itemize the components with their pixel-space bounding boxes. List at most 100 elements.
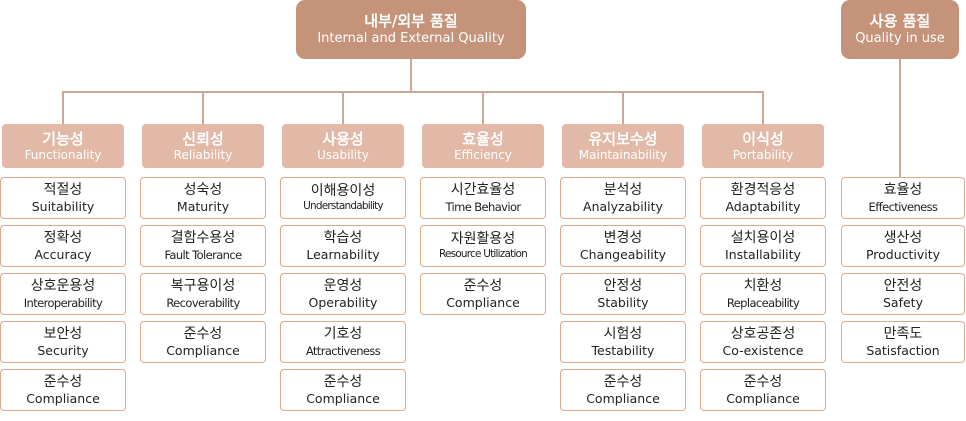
item-label-ko: 운영성	[323, 277, 363, 294]
item-operability: 운영성 Operability	[280, 273, 406, 315]
item-label-ko: 기호성	[323, 326, 363, 343]
item-label-en: Adaptability	[725, 198, 801, 214]
connector-quality-in-use	[899, 59, 901, 177]
item-resource-utilization: 자원활용성 Resource Utilization	[420, 225, 546, 267]
item-label-en: Changeability	[579, 246, 667, 262]
item-label-en: Effectiveness	[868, 199, 939, 214]
item-label-en: Replaceability	[726, 295, 800, 310]
item-label-en: Resource Utilization	[438, 248, 528, 261]
item-label-ko: 준수성	[743, 373, 783, 390]
item-label-en: Accuracy	[34, 246, 92, 262]
item-label-en: Suitability	[31, 198, 95, 214]
category-label-ko: 사용성	[322, 129, 364, 148]
connector-drop-maintainability	[622, 91, 624, 125]
item-suitability: 적절성 Suitability	[0, 177, 126, 219]
item-accuracy: 정확성 Accuracy	[0, 225, 126, 267]
item-label-ko: 이해용이성	[310, 183, 376, 200]
item-safety: 안전성 Safety	[841, 273, 965, 315]
item-productivity: 생산성 Productivity	[841, 225, 965, 267]
connector-trunk	[410, 59, 412, 92]
item-learnability: 학습성 Learnability	[280, 225, 406, 267]
category-label-en: Maintainability	[578, 147, 668, 162]
item-label-en: Compliance	[726, 390, 800, 406]
item-label-ko: 복구용이성	[170, 278, 236, 295]
item-label-ko: 안전성	[883, 277, 923, 294]
item-compliance: 준수성 Compliance	[280, 369, 406, 411]
item-label-ko: 설치용이성	[730, 229, 796, 246]
item-label-ko: 시간효율성	[450, 182, 516, 199]
item-label-en: Analyzability	[583, 198, 663, 214]
quality-in-use-title-ko: 사용 품질	[869, 12, 931, 30]
item-compliance: 준수성 Compliance	[140, 321, 266, 363]
item-label-en: Compliance	[306, 390, 380, 406]
item-label-en: Installability	[725, 246, 801, 262]
item-interoperability: 상호운용성 Interoperability	[0, 273, 126, 315]
item-label-ko: 적절성	[43, 181, 83, 198]
category-label-ko: 유지보수성	[588, 129, 658, 148]
item-label-ko: 상호운용성	[30, 278, 96, 295]
category-label-en: Reliability	[173, 147, 233, 162]
category-reliability: 신뢰성 Reliability	[142, 124, 264, 168]
connector-drop-portability	[762, 91, 764, 125]
item-label-en: Satisfaction	[866, 342, 940, 358]
item-label-en: Testability	[591, 342, 655, 358]
item-label-ko: 상호공존성	[730, 325, 796, 342]
item-label-ko: 준수성	[463, 277, 503, 294]
quality-in-use-box: 사용 품질 Quality in use	[841, 0, 959, 59]
category-label-ko: 신뢰성	[182, 129, 224, 148]
item-label-en: Co-existence	[722, 342, 804, 358]
connector-drop-reliability	[202, 91, 204, 125]
item-satisfaction: 만족도 Satisfaction	[841, 321, 965, 363]
item-label-ko: 성숙성	[183, 181, 223, 198]
item-security: 보안성 Security	[0, 321, 126, 363]
category-label-ko: 기능성	[42, 129, 84, 148]
item-analyzability: 분석성 Analyzability	[560, 177, 686, 219]
item-label-ko: 치환성	[743, 278, 783, 295]
category-label-ko: 이식성	[742, 129, 784, 148]
item-label-ko: 분석성	[603, 181, 643, 198]
item-label-en: Security	[37, 342, 89, 358]
item-compliance: 준수성 Compliance	[420, 273, 546, 315]
item-label-ko: 자원활용성	[450, 231, 516, 248]
item-label-ko: 준수성	[603, 373, 643, 390]
item-changeability: 변경성 Changeability	[560, 225, 686, 267]
connector-drop-usability	[342, 91, 344, 125]
connector-horizontal	[62, 91, 764, 93]
item-label-ko: 만족도	[883, 325, 923, 342]
internal-external-title-ko: 내부/외부 품질	[364, 12, 458, 30]
category-label-ko: 효율성	[462, 129, 504, 148]
item-testability: 시험성 Testability	[560, 321, 686, 363]
item-label-en: Compliance	[586, 390, 660, 406]
internal-external-title-en: Internal and External Quality	[317, 30, 505, 46]
item-label-en: Attractiveness	[305, 343, 381, 358]
item-label-ko: 효율성	[883, 182, 923, 199]
item-label-en: Fault Tolerance	[164, 247, 242, 262]
item-label-en: Productivity	[865, 246, 941, 262]
item-compliance: 준수성 Compliance	[0, 369, 126, 411]
item-installability: 설치용이성 Installability	[700, 225, 826, 267]
category-label-en: Portability	[732, 147, 794, 162]
item-label-ko: 보안성	[43, 325, 83, 342]
category-functionality: 기능성 Functionality	[2, 124, 124, 168]
item-label-en: Understandability	[303, 200, 384, 213]
item-label-ko: 환경적응성	[730, 181, 796, 198]
category-label-en: Usability	[317, 147, 369, 162]
item-compliance: 준수성 Compliance	[700, 369, 826, 411]
item-label-ko: 정확성	[43, 229, 83, 246]
item-time-behavior: 시간효율성 Time Behavior	[420, 177, 546, 219]
item-label-en: Maturity	[176, 198, 230, 214]
item-label-en: Compliance	[166, 342, 240, 358]
item-label-en: Compliance	[446, 294, 520, 310]
quality-in-use-title-en: Quality in use	[855, 30, 945, 46]
item-effectiveness: 효율성 Effectiveness	[841, 177, 965, 219]
item-label-ko: 변경성	[603, 229, 643, 246]
item-label-ko: 생산성	[883, 229, 923, 246]
item-adaptability: 환경적응성 Adaptability	[700, 177, 826, 219]
item-label-ko: 학습성	[323, 229, 363, 246]
connector-drop-efficiency	[482, 91, 484, 125]
category-efficiency: 효율성 Efficiency	[422, 124, 544, 168]
item-label-en: Time Behavior	[445, 199, 521, 214]
item-compliance: 준수성 Compliance	[560, 369, 686, 411]
category-usability: 사용성 Usability	[282, 124, 404, 168]
category-portability: 이식성 Portability	[702, 124, 824, 168]
